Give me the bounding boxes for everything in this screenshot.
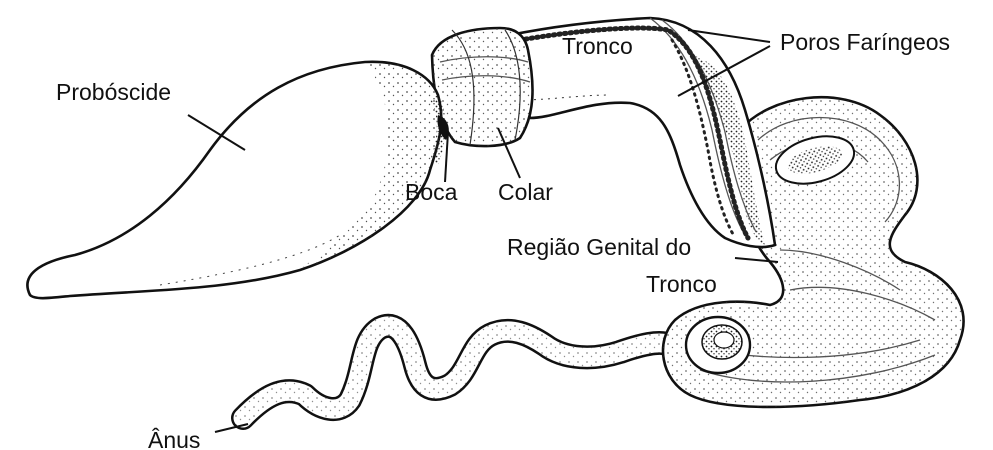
label-genital-region: Região Genital do (507, 234, 691, 260)
label-genital-region-trunk: Tronco (646, 271, 717, 297)
label-trunk: Tronco (562, 33, 633, 59)
label-mouth: Boca (405, 179, 458, 205)
label-collar: Colar (498, 179, 553, 205)
label-pharyngeal-pores: Poros Faríngeos (780, 29, 950, 55)
trunk (510, 18, 775, 247)
label-proboscis: Probóscide (56, 79, 171, 105)
label-anus: Ânus (148, 427, 200, 450)
worm-tail (243, 326, 670, 418)
